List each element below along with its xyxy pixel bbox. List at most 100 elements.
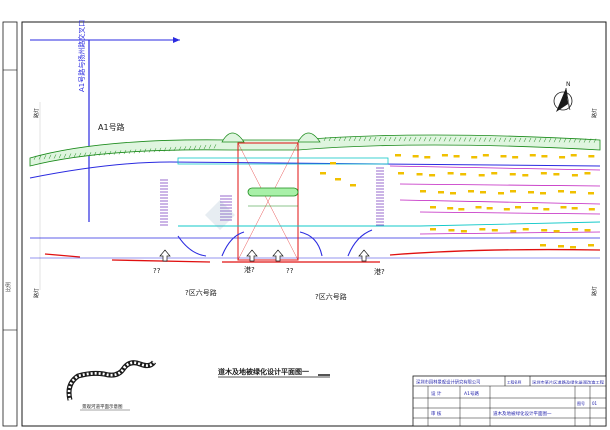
planting-marker bbox=[447, 207, 454, 210]
central-plaza bbox=[237, 142, 299, 261]
planting-marker bbox=[416, 173, 423, 176]
left-curb-return bbox=[177, 235, 207, 257]
title-block bbox=[412, 375, 607, 427]
planting-marker bbox=[543, 208, 550, 211]
drawing-title: 道木及地被绿化设计平面图一 bbox=[218, 367, 309, 376]
upper-island bbox=[177, 157, 389, 165]
planting-marker bbox=[412, 155, 419, 158]
cyan-lane-line bbox=[178, 221, 601, 227]
planting-marker bbox=[541, 155, 548, 158]
watermark-logo bbox=[205, 200, 235, 230]
left-edge-mark: 比例 bbox=[5, 282, 12, 292]
planting-marker bbox=[398, 172, 404, 175]
entrance-arrow-3 bbox=[272, 249, 284, 262]
river-note: 景观河道平面示意图 bbox=[82, 403, 123, 410]
left-corner-planting bbox=[221, 132, 245, 143]
label-q3: ?? bbox=[286, 267, 294, 275]
planting-marker bbox=[570, 154, 577, 157]
planting-marker bbox=[458, 208, 465, 211]
planting-marker bbox=[522, 174, 529, 177]
planting-marker bbox=[430, 206, 436, 209]
red-boundary-right bbox=[389, 248, 601, 256]
tb-row3-left: 审 核 bbox=[431, 410, 442, 417]
magenta-lines bbox=[389, 165, 601, 235]
plaza-green-island bbox=[247, 187, 299, 197]
planting-marker bbox=[541, 229, 548, 232]
planting-marker bbox=[460, 173, 467, 176]
road-edge-north bbox=[29, 161, 601, 179]
planting-marker bbox=[486, 207, 493, 210]
planting-marker bbox=[532, 207, 539, 210]
planting-marker bbox=[559, 156, 566, 159]
planting-marker bbox=[570, 191, 576, 194]
hedge-pattern bbox=[33, 136, 597, 160]
left-mark-upper: 路灯 bbox=[33, 108, 40, 118]
planting-marker bbox=[540, 172, 547, 175]
upper-planting-strip bbox=[29, 134, 601, 167]
planting-marker bbox=[512, 156, 519, 159]
planting-marker bbox=[438, 191, 444, 194]
planting-marker bbox=[588, 208, 595, 211]
planting-marker bbox=[558, 245, 564, 248]
planting-marker bbox=[424, 156, 431, 159]
planting-marker bbox=[453, 155, 460, 158]
planting-marker bbox=[584, 172, 591, 175]
planting-marker bbox=[558, 190, 564, 193]
planting-marker bbox=[522, 228, 529, 231]
label-entrance-left: 港? bbox=[244, 265, 255, 274]
planting-marker bbox=[320, 172, 326, 175]
planting-marker bbox=[570, 246, 576, 249]
right-mark-lower: 路灯 bbox=[591, 286, 598, 296]
planting-marker bbox=[503, 208, 510, 211]
vertical-road-label: A1号路与扬州路交叉口 bbox=[77, 20, 86, 92]
planting-marker bbox=[471, 156, 478, 159]
road-a1-label: A1号路 bbox=[98, 122, 125, 132]
planting-marker bbox=[588, 192, 594, 195]
planting-marker bbox=[395, 154, 401, 157]
planting-marker bbox=[571, 207, 578, 210]
yellow-planting-markers bbox=[320, 154, 595, 249]
planting-marker bbox=[335, 178, 341, 181]
tb-sheet-no: 01 bbox=[592, 401, 598, 406]
red-boundary-left bbox=[44, 253, 81, 258]
planting-marker bbox=[441, 154, 448, 157]
planting-marker bbox=[430, 228, 436, 231]
planting-marker bbox=[540, 244, 546, 247]
planting-marker bbox=[510, 230, 517, 233]
planting-marker bbox=[330, 162, 336, 165]
entrance-arrow-1 bbox=[159, 249, 171, 262]
planting-marker bbox=[447, 172, 454, 175]
planting-marker bbox=[350, 184, 356, 187]
tb-company: 深圳市园林景观设计研究有限公司 bbox=[416, 379, 480, 386]
planting-marker bbox=[553, 173, 560, 176]
north-label: N bbox=[566, 81, 571, 88]
tb-project-label: 工程名称 bbox=[507, 380, 522, 385]
label-q2: ?区六号路 bbox=[185, 288, 217, 297]
entrance-arrow-2 bbox=[246, 249, 258, 262]
planting-marker bbox=[478, 174, 485, 177]
planting-marker bbox=[475, 206, 482, 209]
entrance-arrow-4 bbox=[358, 249, 370, 262]
right-mark-upper: 路灯 bbox=[591, 108, 598, 118]
planting-marker bbox=[460, 230, 467, 233]
planting-marker bbox=[491, 172, 498, 175]
planting-marker bbox=[450, 192, 456, 195]
planting-marker bbox=[509, 173, 516, 176]
planting-marker bbox=[498, 192, 504, 195]
planting-marker bbox=[429, 174, 436, 177]
planting-marker bbox=[588, 244, 594, 247]
planting-marker bbox=[571, 174, 578, 177]
north-arrow-icon bbox=[553, 87, 573, 112]
planting-marker bbox=[528, 191, 534, 194]
tb-row2-left: 设 计 bbox=[431, 390, 442, 397]
planting-marker bbox=[491, 229, 498, 232]
right-curb-return bbox=[299, 231, 323, 257]
left-mark-lower: 路灯 bbox=[33, 288, 40, 298]
planting-marker bbox=[560, 206, 567, 209]
label-q1: ?? bbox=[153, 267, 161, 275]
drawing-frame bbox=[21, 21, 607, 427]
planting-marker bbox=[479, 228, 486, 231]
planting-marker bbox=[510, 190, 516, 193]
